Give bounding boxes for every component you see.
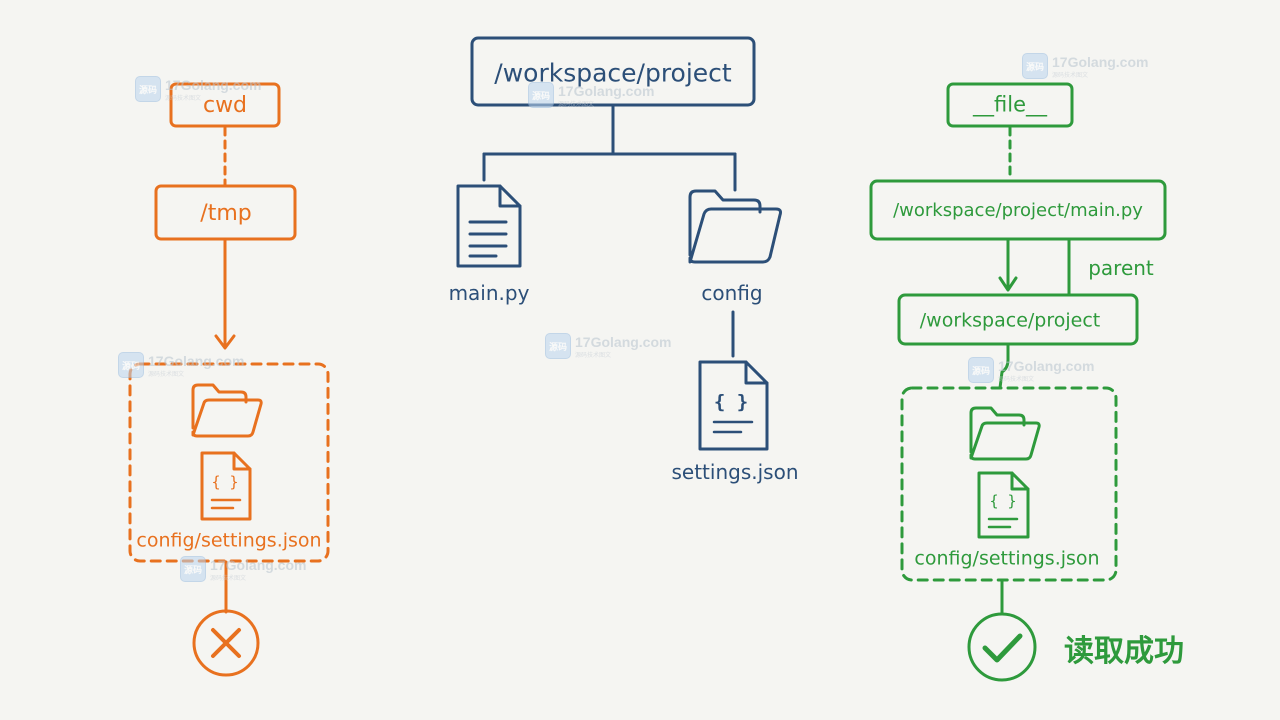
- left-folder-icon: [191, 383, 263, 438]
- settings-file-label: settings.json: [671, 460, 799, 484]
- cwd-box: [169, 82, 281, 128]
- left-target-dashed-box: [128, 362, 330, 563]
- svg-text:{ }: { }: [211, 473, 238, 491]
- right-panel: { }: [869, 82, 1167, 682]
- cwd-label: cwd: [202, 93, 248, 118]
- main-file-label: main.py: [448, 281, 530, 305]
- parent-path-box: [897, 293, 1139, 346]
- config-folder-label: config: [701, 281, 763, 305]
- left-target-label: config/settings.json: [136, 529, 322, 552]
- success-label: 读取成功: [1064, 634, 1184, 669]
- right-folder-icon: [969, 406, 1041, 461]
- svg-text:{ }: { }: [989, 492, 1016, 510]
- parent-path-label: /workspace/project: [919, 309, 1101, 332]
- tmp-label: /tmp: [200, 201, 252, 226]
- svg-text:{ }: { }: [714, 391, 748, 413]
- right-target-dashed-box: [900, 386, 1118, 582]
- left-json-file-icon: { }: [200, 451, 252, 521]
- file-label: __file__: [973, 92, 1047, 117]
- center-panel: { }: [456, 36, 782, 451]
- cross-icon: [192, 609, 260, 677]
- right-target-label: config/settings.json: [914, 547, 1100, 570]
- file-path-label: /workspace/project/main.py: [893, 200, 1143, 221]
- check-icon: [967, 612, 1037, 682]
- config-folder-icon: [688, 189, 782, 264]
- file-box: [946, 82, 1074, 128]
- file-path-box: [869, 179, 1167, 241]
- parent-to-target-link: [998, 343, 1010, 390]
- right-json-file-icon: { }: [977, 471, 1030, 539]
- file-path-arrow-head: [998, 276, 1018, 292]
- tmp-arrow-head: [214, 334, 236, 350]
- parent-label: parent: [1088, 256, 1154, 280]
- settings-json-icon: { }: [698, 360, 769, 451]
- left-panel: { }: [128, 82, 330, 677]
- root-path-label: /workspace/project: [494, 58, 732, 88]
- main-file-icon: [456, 184, 522, 268]
